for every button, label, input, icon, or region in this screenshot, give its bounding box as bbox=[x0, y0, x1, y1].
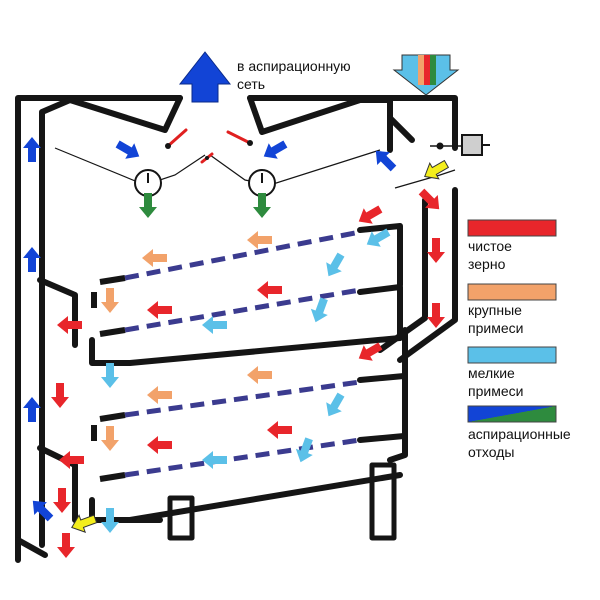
grain-arrow bbox=[427, 238, 445, 263]
grain-arrow bbox=[51, 383, 69, 408]
right-channel-outer bbox=[397, 187, 458, 363]
air-arrow bbox=[23, 137, 41, 162]
coarse-arrow bbox=[147, 386, 172, 404]
machine-frame bbox=[15, 95, 458, 563]
air-arrow bbox=[375, 150, 397, 172]
stand-right bbox=[369, 462, 397, 541]
fine-arrow bbox=[202, 316, 227, 334]
gauges bbox=[134, 169, 276, 197]
aspiration-outlet-arrow bbox=[178, 51, 232, 103]
flap-right bbox=[226, 130, 252, 145]
legend-aspiration-line1: аспирационные bbox=[468, 426, 571, 442]
fine-arrow bbox=[326, 252, 345, 277]
swatch-coarse bbox=[467, 283, 557, 301]
sieve-3 bbox=[124, 379, 361, 418]
fine-arrow bbox=[310, 297, 328, 323]
waste-arrow bbox=[253, 193, 271, 218]
fine-arrow bbox=[101, 508, 119, 533]
flap-left bbox=[166, 128, 188, 148]
deck2-sieve-solid-b bbox=[357, 433, 407, 443]
legend-clean-line1: чистое bbox=[468, 238, 512, 254]
legend-fine-line2: примеси bbox=[468, 383, 524, 399]
deck2-left-wall bbox=[37, 445, 78, 523]
inlet-chute bbox=[387, 115, 415, 143]
flaps bbox=[166, 128, 252, 164]
coarse-arrow bbox=[101, 426, 119, 451]
feed-arrow bbox=[424, 159, 450, 180]
grain-arrow bbox=[57, 533, 75, 558]
swatch-clean-grain bbox=[467, 219, 557, 237]
deck1-left-wall bbox=[37, 277, 78, 348]
inlet-ramp bbox=[394, 169, 456, 189]
grain-arrow bbox=[57, 316, 82, 334]
sieve-1 bbox=[124, 229, 361, 281]
air-arrow bbox=[23, 247, 41, 272]
swatch-aspiration bbox=[467, 405, 557, 423]
left-cone bbox=[67, 95, 183, 133]
bottom-left-outlet bbox=[15, 537, 48, 558]
legend-fine-line1: мелкие bbox=[468, 365, 515, 381]
grain-arrow bbox=[53, 488, 71, 513]
deck2-sieve-solid bbox=[357, 373, 407, 383]
right-cone bbox=[247, 95, 393, 153]
grain-arrow bbox=[147, 436, 172, 454]
hood-right bbox=[247, 95, 458, 151]
legend-aspiration-line2: отходы bbox=[468, 444, 515, 460]
sieve-2 bbox=[124, 287, 361, 333]
inlet-arrow bbox=[392, 54, 460, 96]
fine-arrow bbox=[326, 392, 345, 417]
deck1-sieve-solid-b bbox=[357, 284, 403, 341]
coarse-arrow bbox=[142, 249, 167, 267]
sieve-ends bbox=[91, 275, 126, 482]
fine-arrow bbox=[295, 437, 313, 463]
outlet-label-line1: в аспирационную bbox=[237, 58, 351, 74]
stand-left bbox=[167, 495, 195, 541]
fine-arrow bbox=[101, 363, 119, 388]
grain-arrow bbox=[267, 421, 292, 439]
right-wall-lower bbox=[387, 327, 408, 463]
grain-arrow bbox=[358, 205, 383, 224]
air-line-right bbox=[209, 149, 381, 186]
grain-arrow bbox=[418, 188, 440, 210]
flow-arrows bbox=[23, 137, 450, 558]
deck1-sieve-solid bbox=[357, 223, 403, 288]
coarse-arrow bbox=[247, 366, 272, 384]
legend-swatches bbox=[467, 219, 557, 423]
coarse-arrow bbox=[247, 231, 272, 249]
legend-coarse-line1: крупные bbox=[468, 302, 522, 318]
air-arrow bbox=[23, 397, 41, 422]
air-arrow bbox=[263, 140, 288, 159]
grain-arrow bbox=[358, 342, 383, 361]
swatch-fine bbox=[467, 346, 557, 364]
outlet-label-line2: сеть bbox=[237, 76, 266, 92]
grain-arrow bbox=[257, 281, 282, 299]
grain-arrow bbox=[59, 451, 84, 469]
coarse-arrow bbox=[101, 288, 119, 313]
feed-arrow bbox=[71, 514, 98, 533]
grain-arrow bbox=[147, 301, 172, 319]
air-arrow bbox=[32, 500, 54, 522]
grain-arrow bbox=[427, 303, 445, 328]
air-arrow bbox=[115, 140, 140, 159]
vibrator-motor-icon bbox=[430, 134, 490, 156]
sieves bbox=[124, 229, 361, 478]
deck2-tray bbox=[89, 472, 403, 523]
legend-coarse-line2: примеси bbox=[468, 320, 524, 336]
legend-clean-line2: зерно bbox=[468, 256, 506, 272]
hood-left bbox=[15, 95, 183, 563]
sieve-4 bbox=[124, 437, 361, 478]
waste-arrow bbox=[139, 193, 157, 218]
fine-arrow bbox=[366, 228, 391, 247]
left-channel-wall bbox=[39, 97, 73, 548]
fine-arrow bbox=[202, 451, 227, 469]
deck1-tray bbox=[89, 335, 403, 366]
